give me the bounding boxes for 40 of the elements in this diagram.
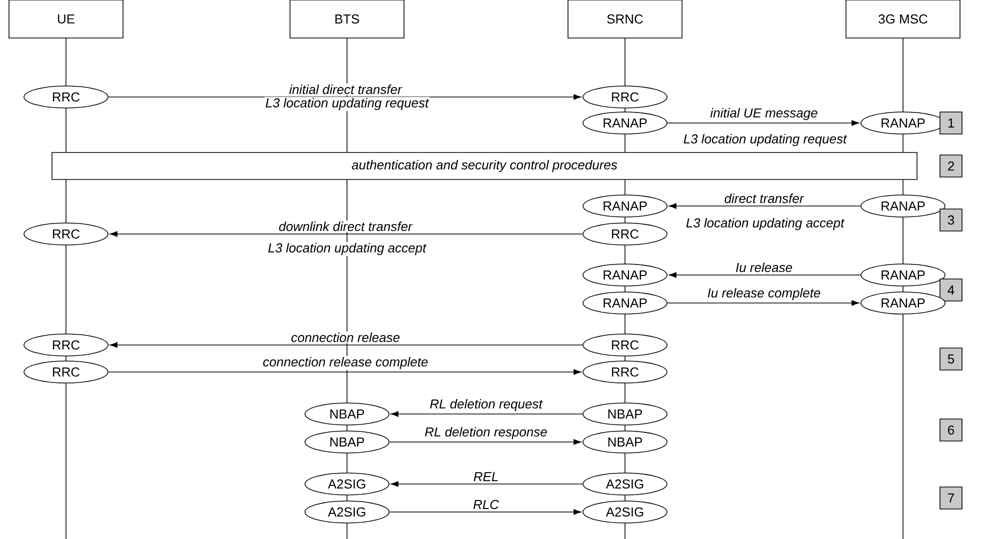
edge-label: connection release complete: [263, 356, 428, 370]
message-content: L3 location updating request: [684, 134, 848, 146]
edge-label: downlink direct transfer: [279, 222, 413, 232]
edge-label: initial direct transfer: [289, 84, 402, 94]
message-arrow: [110, 231, 583, 237]
message-arrow: [667, 300, 860, 306]
message-arrow: [390, 411, 583, 417]
message-content: L3 location updating accept: [268, 242, 427, 256]
message-arrow: [110, 342, 583, 348]
message-arrow: [668, 203, 861, 209]
step-number-box: 6: [940, 418, 962, 442]
edge-label: initial UE message: [710, 108, 818, 120]
edge-label: RL deletion response: [424, 426, 547, 440]
step-number-box: 4: [940, 278, 962, 302]
procedure-box: authentication and security control procedures: [52, 152, 918, 180]
message-content: L3 location updating request: [266, 98, 430, 110]
edge-label: Iu release: [736, 262, 792, 272]
entity-box: SRNC: [568, 0, 682, 38]
edge-label: Iu release complete: [708, 288, 820, 300]
message-arrow: [108, 94, 582, 100]
edge-label: direct transfer: [724, 194, 804, 204]
entity-box: BTS: [290, 0, 404, 38]
entity-box: UE: [8, 0, 124, 38]
message-arrow: [389, 509, 582, 515]
edge-label: REL: [474, 472, 498, 482]
step-number-box: 3: [940, 208, 962, 232]
message-arrow: [667, 120, 860, 126]
edge-label: RL deletion request: [430, 398, 543, 412]
step-number-box: 7: [940, 486, 962, 510]
message-arrow: [668, 272, 861, 278]
message-arrow: [389, 439, 582, 445]
step-number-box: 2: [940, 154, 962, 178]
message-arrow: [108, 369, 582, 375]
entity-box: 3G MSC: [846, 0, 960, 38]
step-number-box: 1: [940, 112, 962, 134]
edge-label: RLC: [473, 500, 500, 510]
message-content: L3 location updating accept: [686, 218, 845, 230]
message-arrow: [390, 481, 583, 487]
step-number-box: 5: [940, 348, 962, 370]
edge-label: connection release: [291, 332, 400, 342]
